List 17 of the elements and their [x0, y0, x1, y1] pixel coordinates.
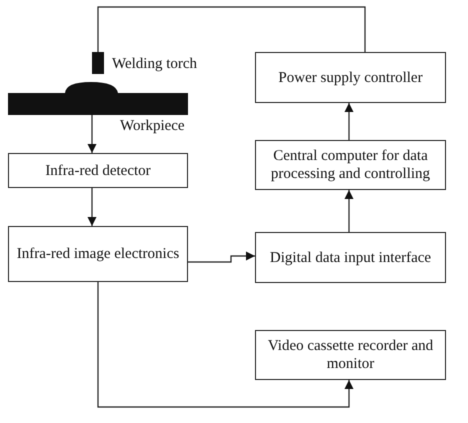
welding-torch-drawing: [92, 52, 104, 74]
workpiece-drawing: [8, 80, 188, 115]
arrow: [88, 188, 96, 226]
arrow: [344, 103, 354, 140]
arrow: [188, 252, 255, 263]
part-label: Workpiece: [120, 118, 185, 135]
process-box: Power supply controller: [255, 52, 446, 103]
arrow: [97, 282, 354, 408]
process-box: Infra-red image electronics: [8, 226, 188, 282]
process-box: Infra-red detector: [8, 153, 188, 188]
arrow: [88, 115, 96, 153]
process-box: Digital data input interface: [255, 232, 446, 283]
arrow: [344, 190, 354, 232]
process-box: Video cassette recorder and monitor: [255, 330, 446, 380]
process-box: Central computer for data processing and controlling: [255, 140, 446, 190]
part-label: Welding torch: [112, 56, 198, 73]
connector-line: [97, 6, 366, 52]
